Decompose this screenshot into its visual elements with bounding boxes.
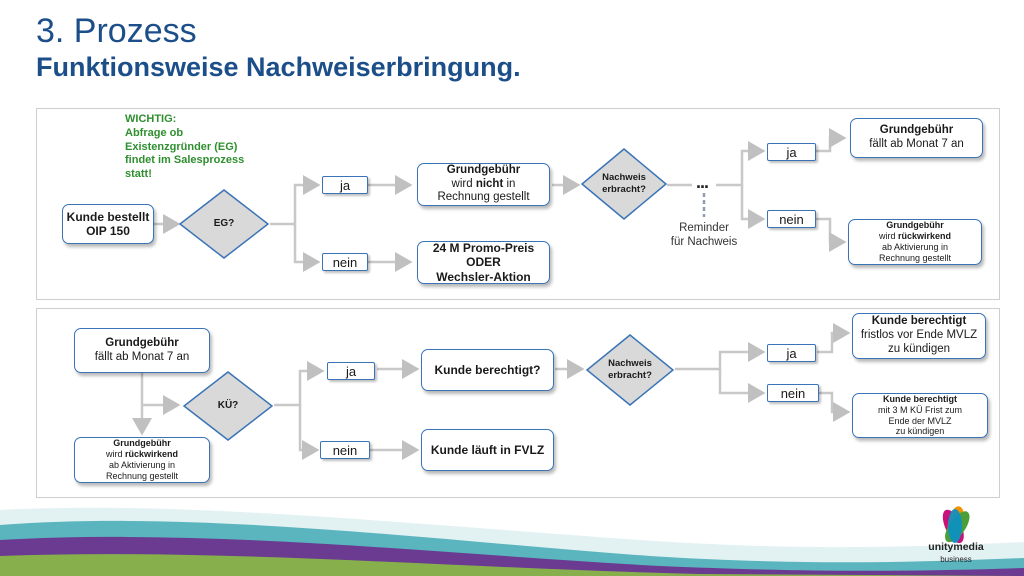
- label-ja-bottom-right: ja: [767, 344, 816, 362]
- customer-entitled-question-box: Kunde berechtigt?: [421, 349, 554, 391]
- terminate-immediately-box: Kunde berechtigt fristlos vor Ende MVLZ …: [852, 313, 986, 359]
- label-ja: ja: [322, 176, 368, 194]
- page-subtitle: Funktionsweise Nachweiserbringung.: [36, 52, 521, 82]
- decision-ku: KÜ?: [182, 370, 274, 442]
- label-ja-right: ja: [767, 143, 816, 161]
- terminate-3m-box: Kunde berechtigt mit 3 M KÜ Frist zum En…: [852, 393, 988, 438]
- unitymedia-logo-icon: [942, 506, 970, 544]
- label-nein-bottom-right: nein: [767, 384, 819, 402]
- important-note: WICHTIG: Abfrage ob Existenzgründer (EG)…: [125, 113, 245, 180]
- label-nein-bottom: nein: [320, 441, 370, 459]
- reminder-text: Reminder für Nachweis: [670, 222, 738, 248]
- decorative-wave: [0, 507, 1024, 576]
- decision-proof-top: Nachweis erbracht?: [580, 147, 668, 221]
- fee-retroactive-box-bottom: Grundgebühr wird rückwirkend ab Aktivier…: [74, 437, 210, 483]
- label-nein-right: nein: [767, 210, 816, 228]
- decision-eg: EG?: [178, 188, 270, 260]
- fee-not-charged-box: Grundgebühr wird nicht in Rechnung geste…: [417, 163, 550, 206]
- brand-sub: business: [940, 555, 972, 564]
- fee-retroactive-box-top: Grundgebühr wird rückwirkend ab Aktivier…: [848, 219, 982, 265]
- brand-name: unitymedia: [928, 541, 984, 553]
- decision-proof-bottom: Nachweis erbracht?: [585, 333, 675, 407]
- bottom-start-box: Grundgebühr fällt ab Monat 7 an: [74, 328, 210, 373]
- page-title: 3. Prozess: [36, 12, 197, 50]
- label-ja-bottom: ja: [327, 362, 375, 380]
- label-nein: nein: [322, 253, 368, 271]
- ellipsis: ...: [696, 172, 709, 192]
- promo-box: 24 M Promo-Preis ODER Wechsler-Aktion: [417, 241, 550, 284]
- fee-month7-box: Grundgebühr fällt ab Monat 7 an: [850, 118, 983, 158]
- customer-fvlz-box: Kunde läuft in FVLZ: [421, 429, 554, 471]
- start-order-box: Kunde bestellt OIP 150: [62, 204, 154, 244]
